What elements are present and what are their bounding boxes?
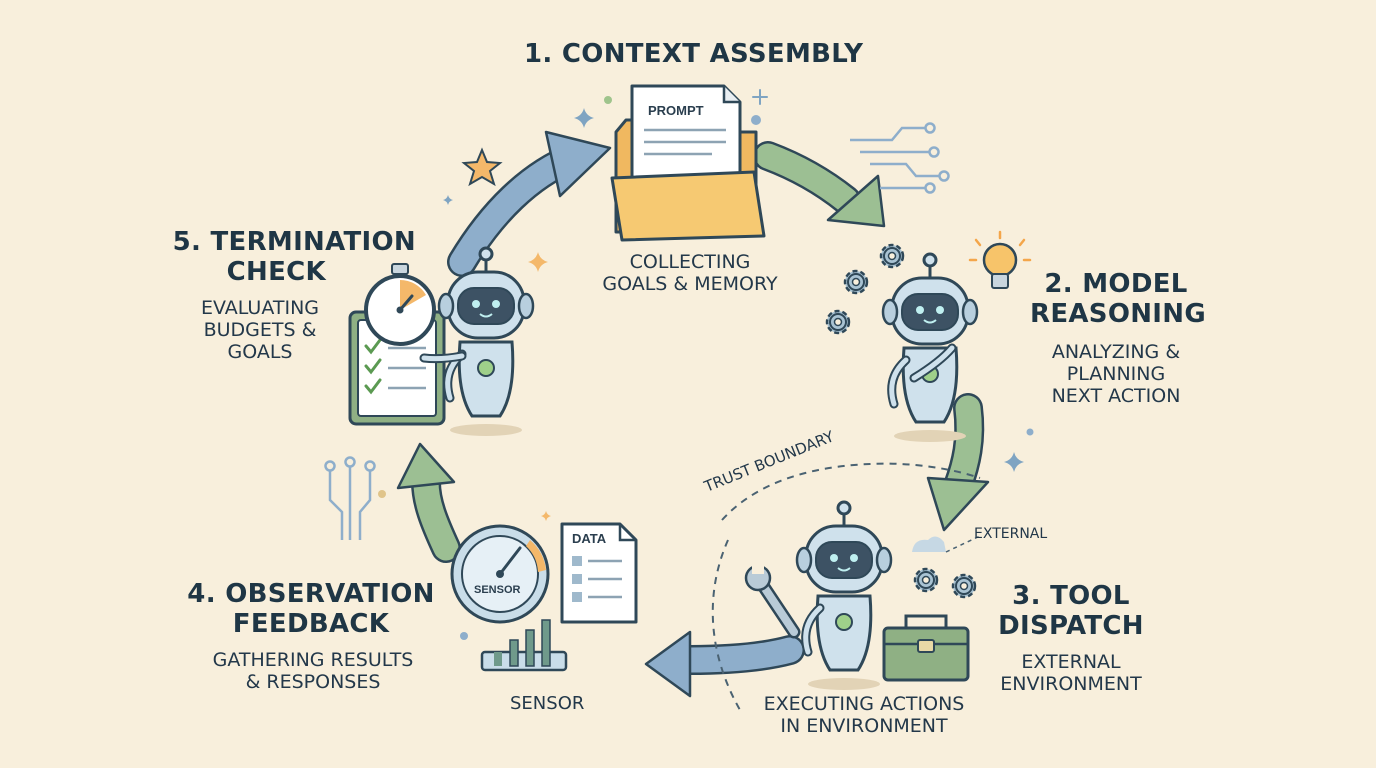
stage-4-title-line: FEEDBACK bbox=[232, 608, 390, 639]
stage-5-subtitle-line: GOALS bbox=[227, 340, 293, 363]
stage-4-subtitle: GATHERING RESULTS & RESPONSES bbox=[190, 649, 436, 694]
plus-icon bbox=[752, 89, 768, 105]
bar-chart-icon bbox=[480, 619, 568, 672]
stage-3-subtitle-line: ENVIRONMENT bbox=[1000, 672, 1142, 695]
wrench-icon bbox=[744, 562, 801, 639]
stage-1-subtitle-line: GOALS & MEMORY bbox=[602, 272, 778, 295]
reasoning-robot-icon bbox=[883, 254, 977, 442]
stage-2-subtitle: ANALYZING & PLANNING NEXT ACTION bbox=[1030, 341, 1202, 408]
stage-2-subtitle-line: PLANNING bbox=[1066, 362, 1166, 385]
stage-5-subtitle: EVALUATING BUDGETS & GOALS bbox=[190, 297, 330, 364]
gear-tool-icon bbox=[913, 567, 939, 593]
stage-5-title: 5. TERMINATION CHECK bbox=[164, 227, 416, 288]
stage-1-subtitle-line: COLLECTING bbox=[629, 251, 751, 273]
sparkle-orange-icon bbox=[528, 252, 548, 272]
stage-2-title: 2. MODEL REASONING bbox=[1030, 269, 1206, 330]
gear-small-icon bbox=[879, 243, 905, 269]
flow-arrow-5-to-1 bbox=[447, 130, 612, 277]
sensor-caption: SENSOR bbox=[510, 693, 585, 714]
stage-5-title-line: 5. TERMINATION bbox=[172, 227, 416, 257]
gear-tool-small-icon bbox=[951, 573, 977, 599]
stage-2-subtitle-line: NEXT ACTION bbox=[1051, 384, 1181, 407]
stage-3-title-line: 3. TOOL bbox=[1012, 581, 1130, 611]
data-label: DATA bbox=[572, 531, 607, 546]
sparkle-tool-icon bbox=[541, 511, 551, 521]
stage-4-subtitle-line: GATHERING RESULTS bbox=[212, 649, 414, 671]
stage-1-subtitle: COLLECTING GOALS & MEMORY bbox=[590, 251, 790, 296]
stage-2-title-line: 2. MODEL bbox=[1044, 269, 1188, 299]
sparkle-right-icon bbox=[1004, 452, 1024, 472]
executing-caption-line: IN ENVIRONMENT bbox=[780, 714, 948, 737]
checklist-clipboard-icon bbox=[348, 310, 446, 426]
sparkle-small-icon bbox=[443, 195, 453, 205]
stage-3-subtitle-line: EXTERNAL bbox=[1021, 651, 1121, 673]
stage-3-title: 3. TOOL DISPATCH bbox=[986, 581, 1156, 642]
executing-caption-line: EXECUTING ACTIONS bbox=[763, 693, 965, 715]
trust-boundary-line bbox=[721, 462, 981, 521]
toolbox-icon bbox=[882, 614, 970, 682]
executing-caption: EXECUTING ACTIONS IN ENVIRONMENT bbox=[744, 693, 984, 738]
flow-arrow-1-to-2 bbox=[753, 141, 886, 228]
stage-3-title-line: DISPATCH bbox=[998, 610, 1144, 641]
stage-1-title: 1. CONTEXT ASSEMBLY bbox=[524, 39, 864, 69]
prompt-folder-icon bbox=[610, 84, 766, 242]
prompt-label: PROMPT bbox=[648, 103, 704, 118]
stage-5-subtitle-line: BUDGETS & bbox=[203, 318, 317, 341]
gear-icon bbox=[843, 269, 869, 295]
decor-dots bbox=[378, 96, 1034, 640]
gear-tiny-icon bbox=[825, 309, 851, 335]
trust-boundary-line-lower bbox=[711, 539, 741, 711]
tool-robot-icon bbox=[797, 502, 891, 690]
termination-robot-icon bbox=[419, 248, 533, 436]
circuit-lines-left-icon bbox=[324, 456, 376, 540]
flow-arrow-2-to-3 bbox=[926, 393, 990, 532]
sensor-gauge-icon bbox=[450, 524, 550, 624]
external-tag-label: EXTERNAL bbox=[974, 526, 1048, 542]
data-document-icon bbox=[560, 522, 638, 624]
stopwatch-icon bbox=[364, 263, 436, 346]
stage-4-title: 4. OBSERVATION FEEDBACK bbox=[186, 579, 436, 640]
sensor-gauge-label: SENSOR bbox=[474, 584, 521, 596]
stage-4-subtitle-line: & RESPONSES bbox=[245, 670, 381, 693]
stage-5-subtitle-line: EVALUATING bbox=[201, 297, 319, 319]
flow-arrow-3-to-4 bbox=[644, 630, 805, 698]
cloud-icon bbox=[912, 536, 946, 552]
sparkle-blue-icon bbox=[574, 108, 594, 128]
lightbulb-icon bbox=[968, 230, 1032, 289]
stage-3-subtitle: EXTERNAL ENVIRONMENT bbox=[986, 651, 1156, 696]
external-tag-line bbox=[945, 535, 981, 553]
flow-arrow-4-to-5 bbox=[396, 442, 461, 563]
circuit-lines-icon bbox=[850, 122, 950, 194]
star-icon bbox=[461, 147, 503, 187]
stage-4-title-line: 4. OBSERVATION bbox=[187, 579, 435, 609]
stage-2-title-line: REASONING bbox=[1030, 298, 1206, 329]
stage-5-title-line: CHECK bbox=[226, 256, 326, 287]
stage-2-subtitle-line: ANALYZING & bbox=[1051, 341, 1181, 363]
